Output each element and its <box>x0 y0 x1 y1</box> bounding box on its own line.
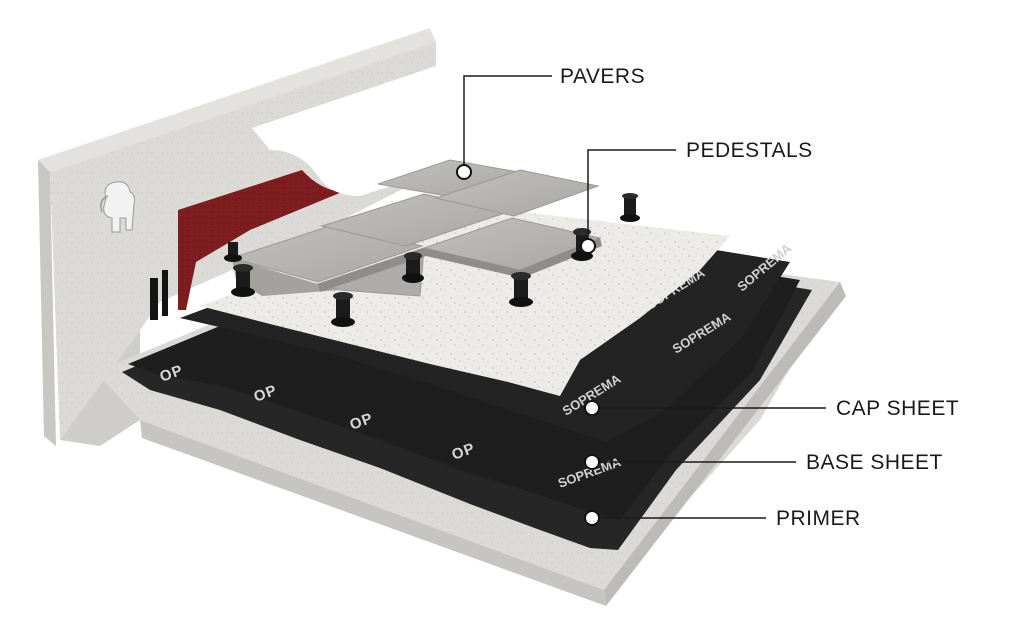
callout-pedestals <box>580 149 676 254</box>
label-cap-sheet: CAP SHEET <box>836 397 959 420</box>
pedestal <box>224 242 242 262</box>
insulation-board <box>200 206 730 396</box>
pedestal <box>231 264 255 297</box>
callout-pavers <box>456 75 552 180</box>
pedestal <box>509 272 533 307</box>
label-pedestals: PEDESTALS <box>686 139 813 162</box>
callout-base-sheet <box>584 454 796 470</box>
label-base-sheet: BASE SHEET <box>806 451 943 474</box>
red-wall-membrane <box>150 170 342 320</box>
label-primer: PRIMER <box>776 507 861 530</box>
label-pavers: PAVERS <box>560 65 645 88</box>
paver-tile <box>434 169 600 217</box>
pedestal <box>331 292 355 327</box>
pedestal <box>402 252 424 283</box>
pedestals-group <box>224 193 640 327</box>
pavers-group <box>230 159 602 297</box>
elephant-logo-icon <box>100 181 135 233</box>
wall-flashing <box>252 66 436 196</box>
pedestal <box>620 193 640 222</box>
paver-tile <box>232 258 340 296</box>
callout-primer <box>584 510 766 526</box>
callout-cap-sheet <box>584 400 826 416</box>
paver-edge <box>318 238 602 292</box>
